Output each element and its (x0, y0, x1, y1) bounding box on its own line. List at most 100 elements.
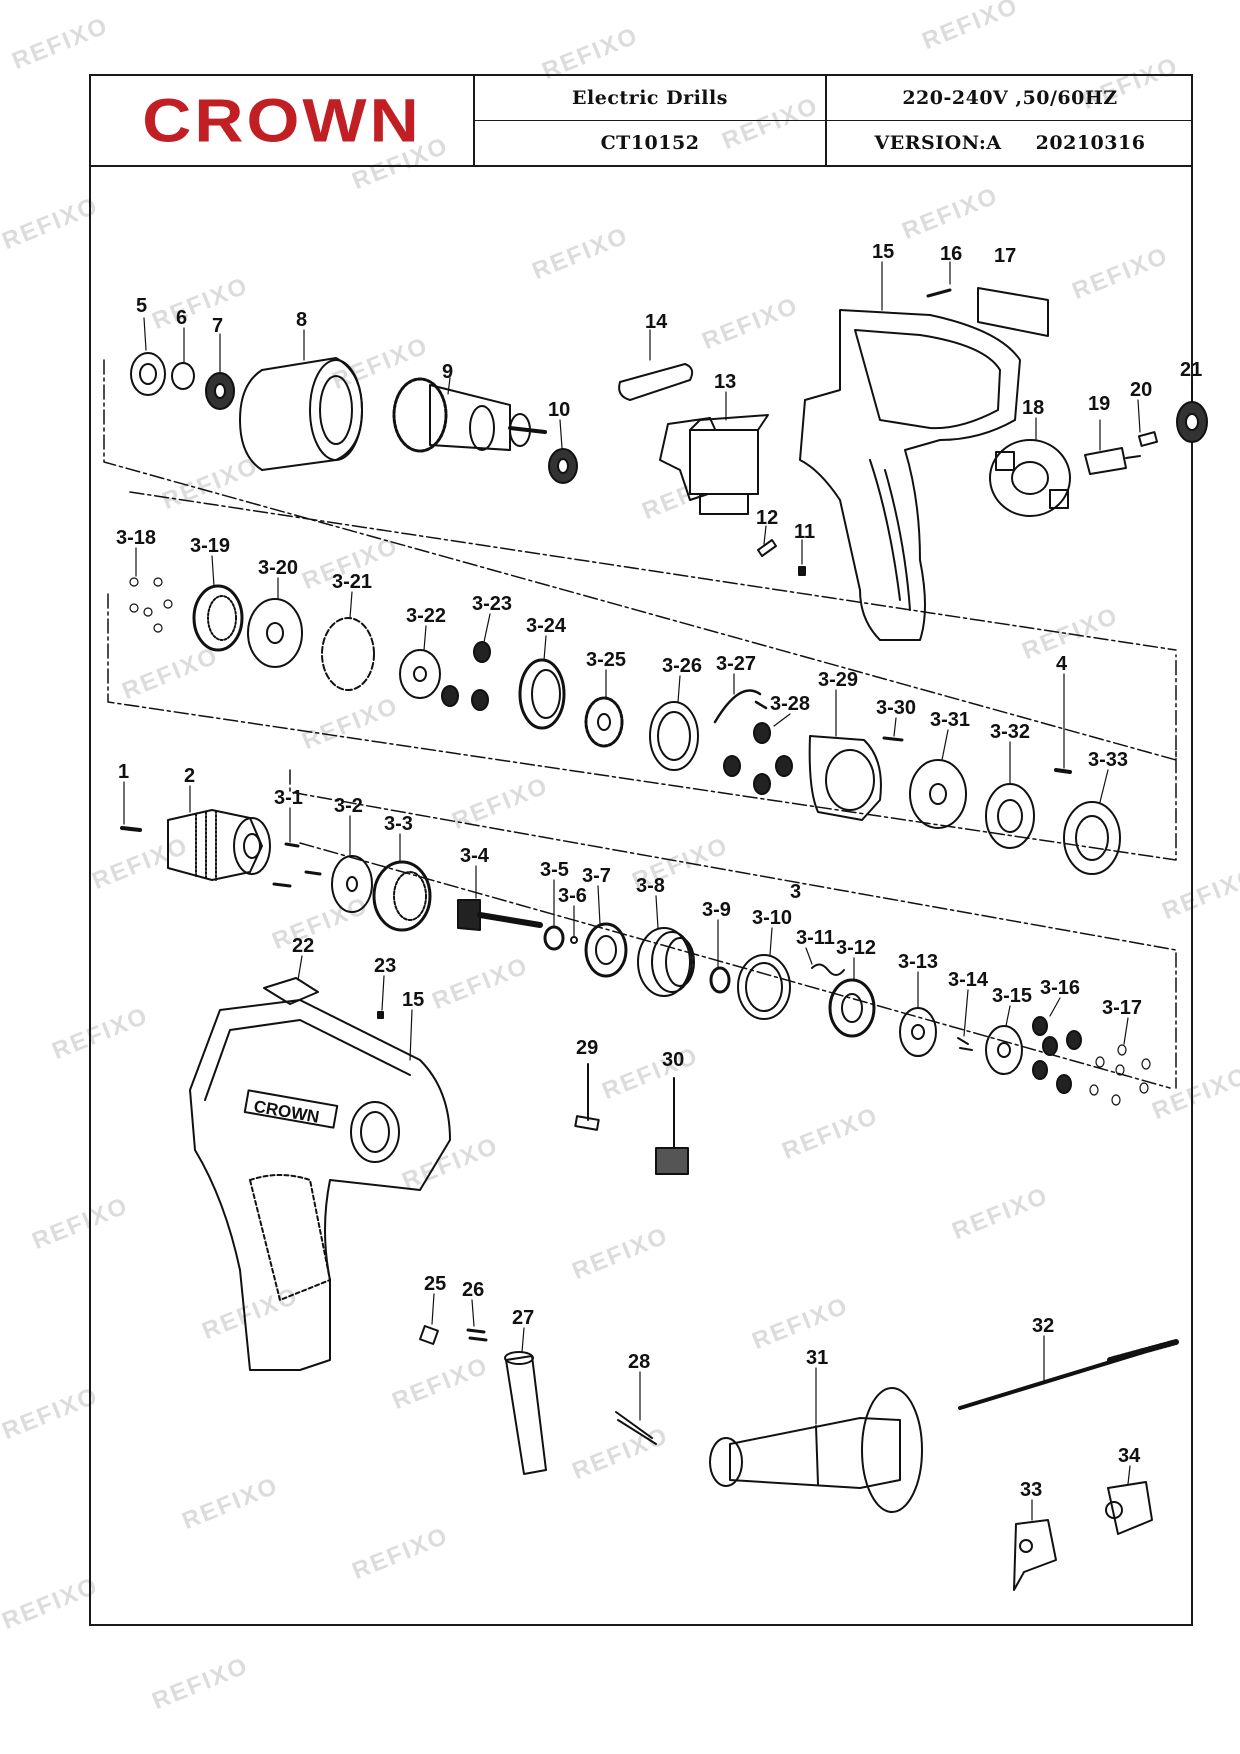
part-11-screw (798, 566, 806, 576)
part-4-screw (1054, 768, 1072, 774)
part-6-washer (171, 362, 195, 390)
voltage-rating: 220-240V ,50/60HZ (827, 76, 1193, 121)
part-label-31: 31 (806, 1347, 828, 1369)
part-3-1-screws (272, 842, 322, 888)
part-34-clamp (1105, 1481, 1153, 1535)
group-frame-spindle (289, 769, 1177, 1089)
part-label-3-8: 3-8 (636, 875, 665, 897)
part-label-3-23: 3-23 (472, 593, 512, 615)
part-13-switch (659, 414, 769, 515)
part-3-30-screw (882, 736, 904, 742)
part-3-27-clip (713, 689, 768, 724)
version-info: VERSION:A 20210316 (827, 121, 1193, 165)
part-18-brush-holder (989, 439, 1071, 517)
part-2-chuck (167, 809, 271, 881)
part-label-16: 16 (940, 243, 962, 265)
logo-text: CROWN (142, 86, 422, 155)
part-label-3-32: 3-32 (990, 721, 1030, 743)
part-10-bearing (548, 448, 578, 484)
part-label-22: 22 (292, 935, 314, 957)
group-frame-spindle-bottom (299, 842, 1171, 1089)
part-3-2-washer (331, 855, 373, 913)
part-label-11: 11 (794, 521, 815, 543)
part-27-handle-tube (504, 1351, 547, 1475)
part-label-3-16: 3-16 (1040, 977, 1080, 999)
part-3-5-oring (543, 925, 565, 951)
part-label-3-9: 3-9 (702, 899, 731, 921)
part-label-3-20: 3-20 (258, 557, 298, 579)
part-26-screw (466, 1328, 488, 1342)
part-17-label (977, 287, 1049, 337)
part-3-26-ring (649, 701, 699, 771)
part-label-19: 19 (1088, 393, 1110, 415)
part-label-8: 8 (296, 309, 307, 331)
part-label-18: 18 (1022, 397, 1044, 419)
part-label-3-29: 3-29 (818, 669, 858, 691)
part-3-8-spring (637, 927, 695, 997)
part-3-12-housing (828, 978, 876, 1038)
part-label-3-26: 3-26 (662, 655, 702, 677)
part-16-screw (926, 288, 952, 298)
part-3-32-ring (985, 783, 1035, 849)
part-label-34: 34 (1118, 1445, 1141, 1467)
part-label-32: 32 (1032, 1315, 1054, 1337)
part-label-6: 6 (176, 307, 187, 329)
part-3-17-balls (1089, 1044, 1151, 1106)
part-label-3-11: 3-11 (796, 927, 835, 949)
part-3-25-sun-gear (584, 696, 624, 748)
part-label-2: 2 (184, 765, 195, 787)
part-12-clip (757, 539, 777, 557)
part-labels: 5 6 7 8 9 10 14 13 12 11 15 16 17 18 19 … (116, 241, 1202, 1501)
part-33-clamp (1013, 1519, 1057, 1591)
part-label-3-17: 3-17 (1102, 997, 1142, 1019)
part-22-bracket (263, 977, 319, 1005)
group-frame-motor (103, 359, 1177, 761)
part-3-19-ring-gear (192, 584, 244, 652)
part-3-14-pin (957, 1037, 973, 1051)
part-30-capacitor (655, 1077, 689, 1175)
leader-lines (123, 261, 1193, 1521)
part-label-21: 21 (1180, 359, 1202, 381)
part-label-3-24: 3-24 (526, 615, 567, 637)
part-label-3-15: 3-15 (992, 985, 1032, 1007)
part-3-7-bearing (584, 922, 628, 978)
part-3-10-washer (737, 954, 791, 1020)
part-label-1: 1 (118, 761, 129, 783)
part-20-brush (1137, 431, 1159, 447)
part-label-23: 23 (374, 955, 396, 977)
part-28-pin (615, 1411, 657, 1445)
part-3-21-ring (321, 617, 375, 691)
part-label-29: 29 (576, 1037, 598, 1059)
part-label-3-28: 3-28 (770, 693, 810, 715)
title-block: CROWN Electric Drills 220-240V ,50/60HZ … (91, 76, 1193, 167)
part-label-12: 12 (756, 507, 778, 529)
part-3-18-balls (129, 577, 173, 633)
part-9-armature (392, 377, 547, 453)
part-label-33: 33 (1020, 1479, 1042, 1501)
part-label-14: 14 (645, 311, 668, 333)
parts-sheet: CROWN Electric Drills 220-240V ,50/60HZ … (89, 74, 1193, 1626)
part-label-3-1: 3-1 (274, 787, 303, 809)
part-label-15-assembled: 15 (402, 989, 424, 1011)
part-label-3-3: 3-3 (384, 813, 413, 835)
part-label-3-12: 3-12 (836, 937, 876, 959)
part-label-17: 17 (994, 245, 1016, 267)
part-label-20: 20 (1130, 379, 1152, 401)
part-label-7: 7 (212, 315, 223, 337)
part-7-bearing (205, 372, 235, 410)
part-label-3-13: 3-13 (898, 951, 938, 973)
part-32-threaded-rod (958, 1339, 1179, 1410)
part-3-13-carrier (899, 1007, 937, 1057)
part-label-4: 4 (1056, 653, 1068, 675)
part-3-22-carrier (399, 649, 441, 699)
part-15-assembled-housing: CROWN (189, 999, 451, 1371)
part-label-3-2: 3-2 (334, 795, 363, 817)
version-date: 20210316 (1035, 132, 1146, 154)
part-label-26: 26 (462, 1279, 484, 1301)
part-label-3-18: 3-18 (116, 527, 156, 549)
part-label-3-7: 3-7 (582, 865, 611, 887)
part-3-4-spindle (457, 899, 543, 931)
part-19-brush (1084, 447, 1141, 475)
part-5-seal (130, 352, 166, 396)
